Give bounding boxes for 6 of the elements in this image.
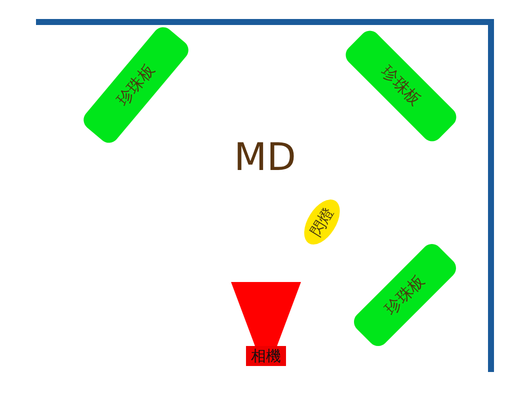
board-label: 珍珠板 (380, 270, 429, 320)
board-label: 珍珠板 (377, 62, 426, 110)
camera-label: 相機 (246, 346, 286, 366)
subject-label: MD (234, 135, 296, 179)
flash-label: 閃燈 (306, 204, 338, 240)
board-label: 珍珠板 (112, 60, 159, 110)
